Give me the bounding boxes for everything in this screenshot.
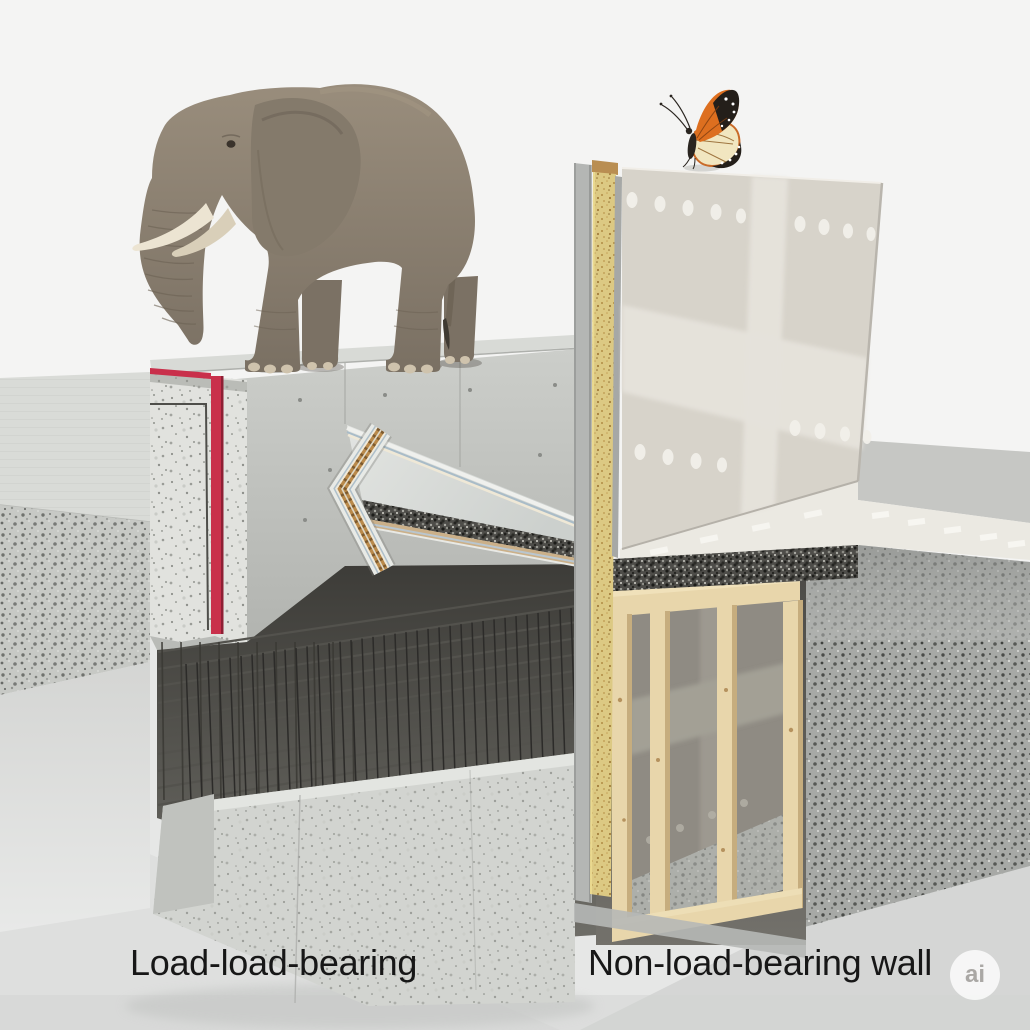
red-membrane-stripe — [211, 376, 223, 634]
composite-floor-slab — [326, 422, 600, 576]
ai-watermark-badge: ai — [950, 950, 1000, 1000]
stud-frame-zone — [596, 560, 806, 945]
concrete-footing — [153, 753, 575, 1006]
butterfly-illustration — [659, 89, 742, 172]
ground-slab-left — [0, 372, 151, 932]
metal-track-strip — [574, 163, 592, 903]
butterfly-body — [687, 133, 697, 159]
rear-floor-surface — [858, 500, 1030, 560]
slab-skin-layers-bottom — [369, 523, 600, 571]
elephant-ear — [250, 97, 361, 257]
top-plate — [598, 576, 800, 618]
vertical-studs — [612, 600, 803, 940]
elephant-tusks — [132, 203, 236, 257]
drywall-panel — [621, 167, 884, 550]
elephant-illustration — [132, 84, 482, 374]
rebar-mesh-horizontal — [157, 588, 575, 807]
ground-slab-left-side-face — [0, 662, 150, 932]
butterfly-antennae — [661, 96, 691, 130]
slab-cross-section-chevron — [326, 422, 396, 576]
floor-edge-at-wall — [596, 482, 858, 592]
non-load-bearing-wall — [574, 160, 884, 958]
label-non-load-bearing: Non-load-bearing wall — [588, 942, 932, 983]
ai-watermark-text: ai — [964, 961, 985, 988]
under-slab-interior — [125, 564, 596, 1028]
screw-spackle-dots — [626, 192, 876, 473]
membrane-dark-line — [150, 403, 209, 631]
ground-block-right — [764, 440, 1030, 938]
elephant-toenails — [248, 356, 470, 374]
joint-compound-bands — [622, 176, 868, 516]
osb-stud-strip — [590, 160, 618, 897]
elephant-eye — [226, 140, 236, 148]
wall-base-shadow-strip — [574, 903, 806, 958]
wall-cross-section — [150, 368, 247, 668]
label-load-bearing: Load-load-bearing — [130, 942, 418, 983]
